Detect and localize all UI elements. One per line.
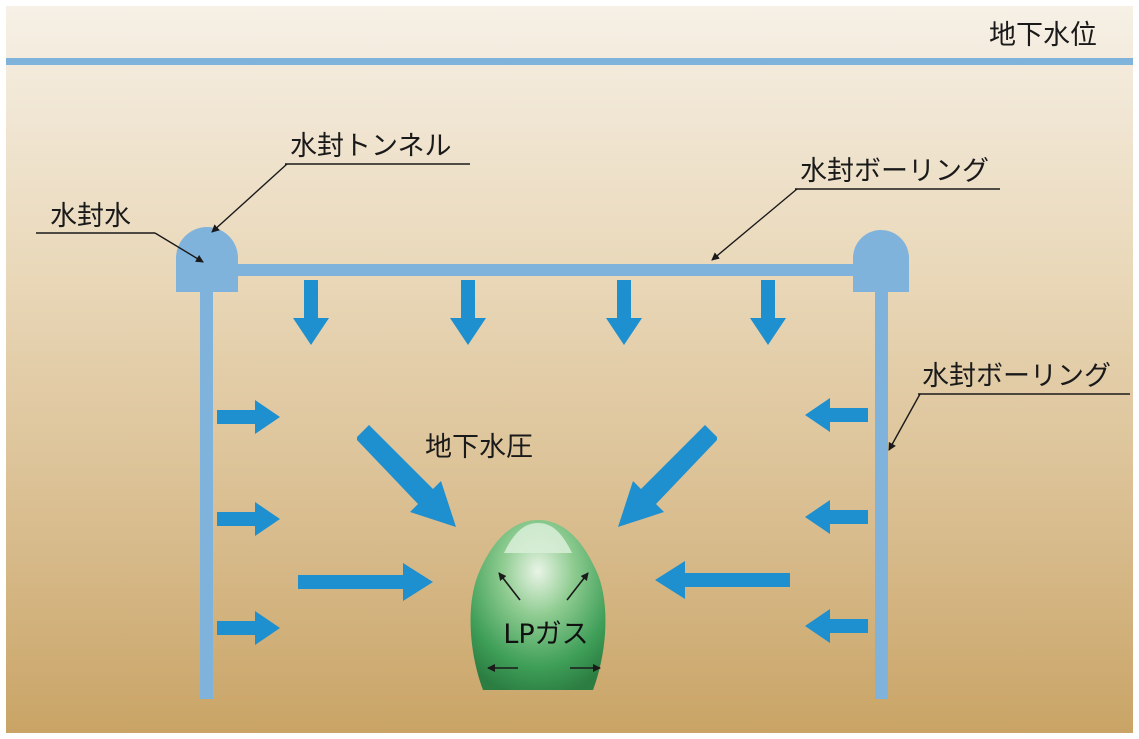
lp-gas-label: LPガス <box>503 619 588 650</box>
right-arrow-2 <box>805 500 868 534</box>
seal-boring-right-leader <box>888 393 921 451</box>
right-seal-tunnel <box>853 230 909 292</box>
down-arrows <box>293 280 786 345</box>
seal-water-leader <box>154 232 204 263</box>
groundwater-pressure-label: 地下水圧 <box>425 432 533 463</box>
down-arrow-4 <box>750 280 786 345</box>
seal-boring-right-label: 水封ボーリング <box>922 361 1111 392</box>
left-arrow-1 <box>217 400 280 434</box>
right-arrow-4 <box>805 609 868 643</box>
top-boring-pipe <box>230 264 860 276</box>
lp-gas-cavern <box>470 520 606 690</box>
groundwater-level-line <box>6 58 1133 65</box>
seal-tunnel-label: 水封トンネル <box>290 131 451 162</box>
right-arrow-1 <box>805 398 868 432</box>
seal-water-label: 水封水 <box>50 201 131 232</box>
diagonal-arrows <box>357 425 717 527</box>
right-boring-pipe <box>875 285 888 699</box>
cavern-top-glow <box>504 523 572 553</box>
down-arrow-2 <box>450 280 486 345</box>
diagonal-arrow-right <box>618 425 717 527</box>
down-arrow-3 <box>606 280 642 345</box>
seal-boring-top-leader <box>711 188 798 261</box>
right-side-arrows <box>655 398 868 643</box>
groundwater-level-label: 地下水位 <box>989 20 1097 51</box>
left-boring-pipe <box>200 285 213 699</box>
left-arrow-4 <box>217 611 280 645</box>
left-arrow-2 <box>217 502 280 536</box>
seal-boring-top-label: 水封ボーリング <box>800 156 989 187</box>
cavern-arrow-up-left <box>498 572 521 601</box>
diagonal-arrow-left <box>357 425 456 527</box>
left-arrow-3 <box>298 563 433 601</box>
cavern-arrow-up-right <box>566 572 589 601</box>
left-side-arrows <box>217 400 433 645</box>
down-arrow-1 <box>293 280 329 345</box>
left-seal-tunnel <box>176 227 238 292</box>
seal-tunnel-leader <box>211 163 288 233</box>
right-arrow-3 <box>655 561 790 599</box>
